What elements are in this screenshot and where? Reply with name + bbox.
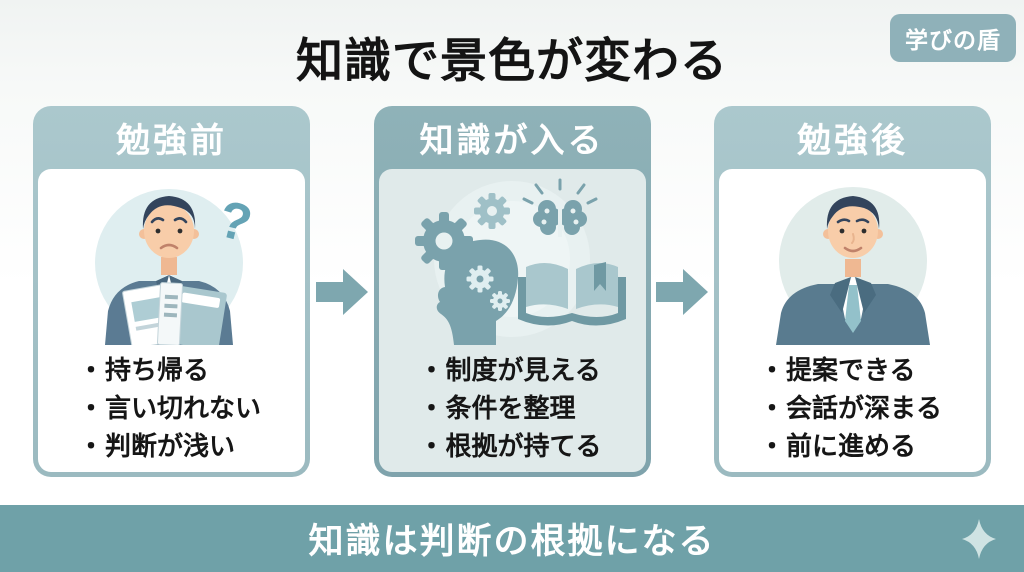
confident-man-svg xyxy=(775,187,930,345)
footer-banner: 知識は判断の根拠になる xyxy=(0,505,1024,572)
arrow-1 xyxy=(310,106,374,477)
worried-man-illustration: ? xyxy=(38,173,305,345)
brand-badge: 学びの盾 xyxy=(890,14,1016,62)
list-item: ・言い切れない xyxy=(78,393,262,423)
card-after-study: 勉強後 xyxy=(714,106,991,477)
panels-row: 勉強前 ? xyxy=(33,106,991,477)
gears-brain-book-svg xyxy=(415,178,626,345)
head-silhouette-icon xyxy=(436,239,519,345)
banner-text: 知識は判断の根拠になる xyxy=(308,522,716,561)
card-knowledge-in: 知識が入る xyxy=(373,106,651,477)
question-mark-icon: ? xyxy=(212,190,257,254)
card-body: ・提案できる ・会話が深まる ・前に進める xyxy=(719,169,986,472)
list-item: ・条件を整理 xyxy=(418,393,576,423)
bookmark-icon xyxy=(594,262,606,291)
card-header: 勉強前 xyxy=(116,122,227,160)
knowledge-illustration xyxy=(379,173,646,345)
card-header: 勉強後 xyxy=(797,122,908,160)
confident-man xyxy=(775,196,930,345)
confident-man-illustration xyxy=(719,173,986,345)
list-item: ・会話が深まる xyxy=(759,393,943,423)
list-item: ・前に進める xyxy=(759,431,917,461)
list-item: ・判断が浅い xyxy=(78,431,236,461)
tie xyxy=(844,285,861,333)
list-item: ・提案できる xyxy=(759,355,916,385)
brain-icon xyxy=(522,178,598,237)
gear-icon xyxy=(474,193,510,229)
worried-man xyxy=(104,196,233,345)
worried-man-svg: ? xyxy=(94,189,257,345)
arrow-2 xyxy=(651,106,715,477)
bullet-list: ・持ち帰る ・言い切れない ・判断が浅い xyxy=(38,351,305,465)
rays xyxy=(522,178,598,205)
list-item: ・持ち帰る xyxy=(78,355,210,385)
arrow-right-icon xyxy=(315,268,368,315)
page-title: 知識で景色が変わる xyxy=(296,34,728,87)
list-item: ・制度が見える xyxy=(418,355,601,385)
bullet-list: ・制度が見える ・条件を整理 ・根拠が持てる xyxy=(379,351,646,465)
open-book-icon xyxy=(518,262,626,326)
papers-icon xyxy=(121,282,227,345)
card-body: ・制度が見える ・条件を整理 ・根拠が持てる xyxy=(378,169,646,472)
card-header: 知識が入る xyxy=(419,122,605,160)
card-before-study: 勉強前 ? xyxy=(33,106,310,477)
list-item: ・根拠が持てる xyxy=(418,431,602,461)
card-body: ? xyxy=(38,169,305,472)
four-point-star-icon xyxy=(962,518,996,559)
arrow-right-icon xyxy=(656,268,709,315)
bullet-list: ・提案できる ・会話が深まる ・前に進める xyxy=(719,351,986,465)
